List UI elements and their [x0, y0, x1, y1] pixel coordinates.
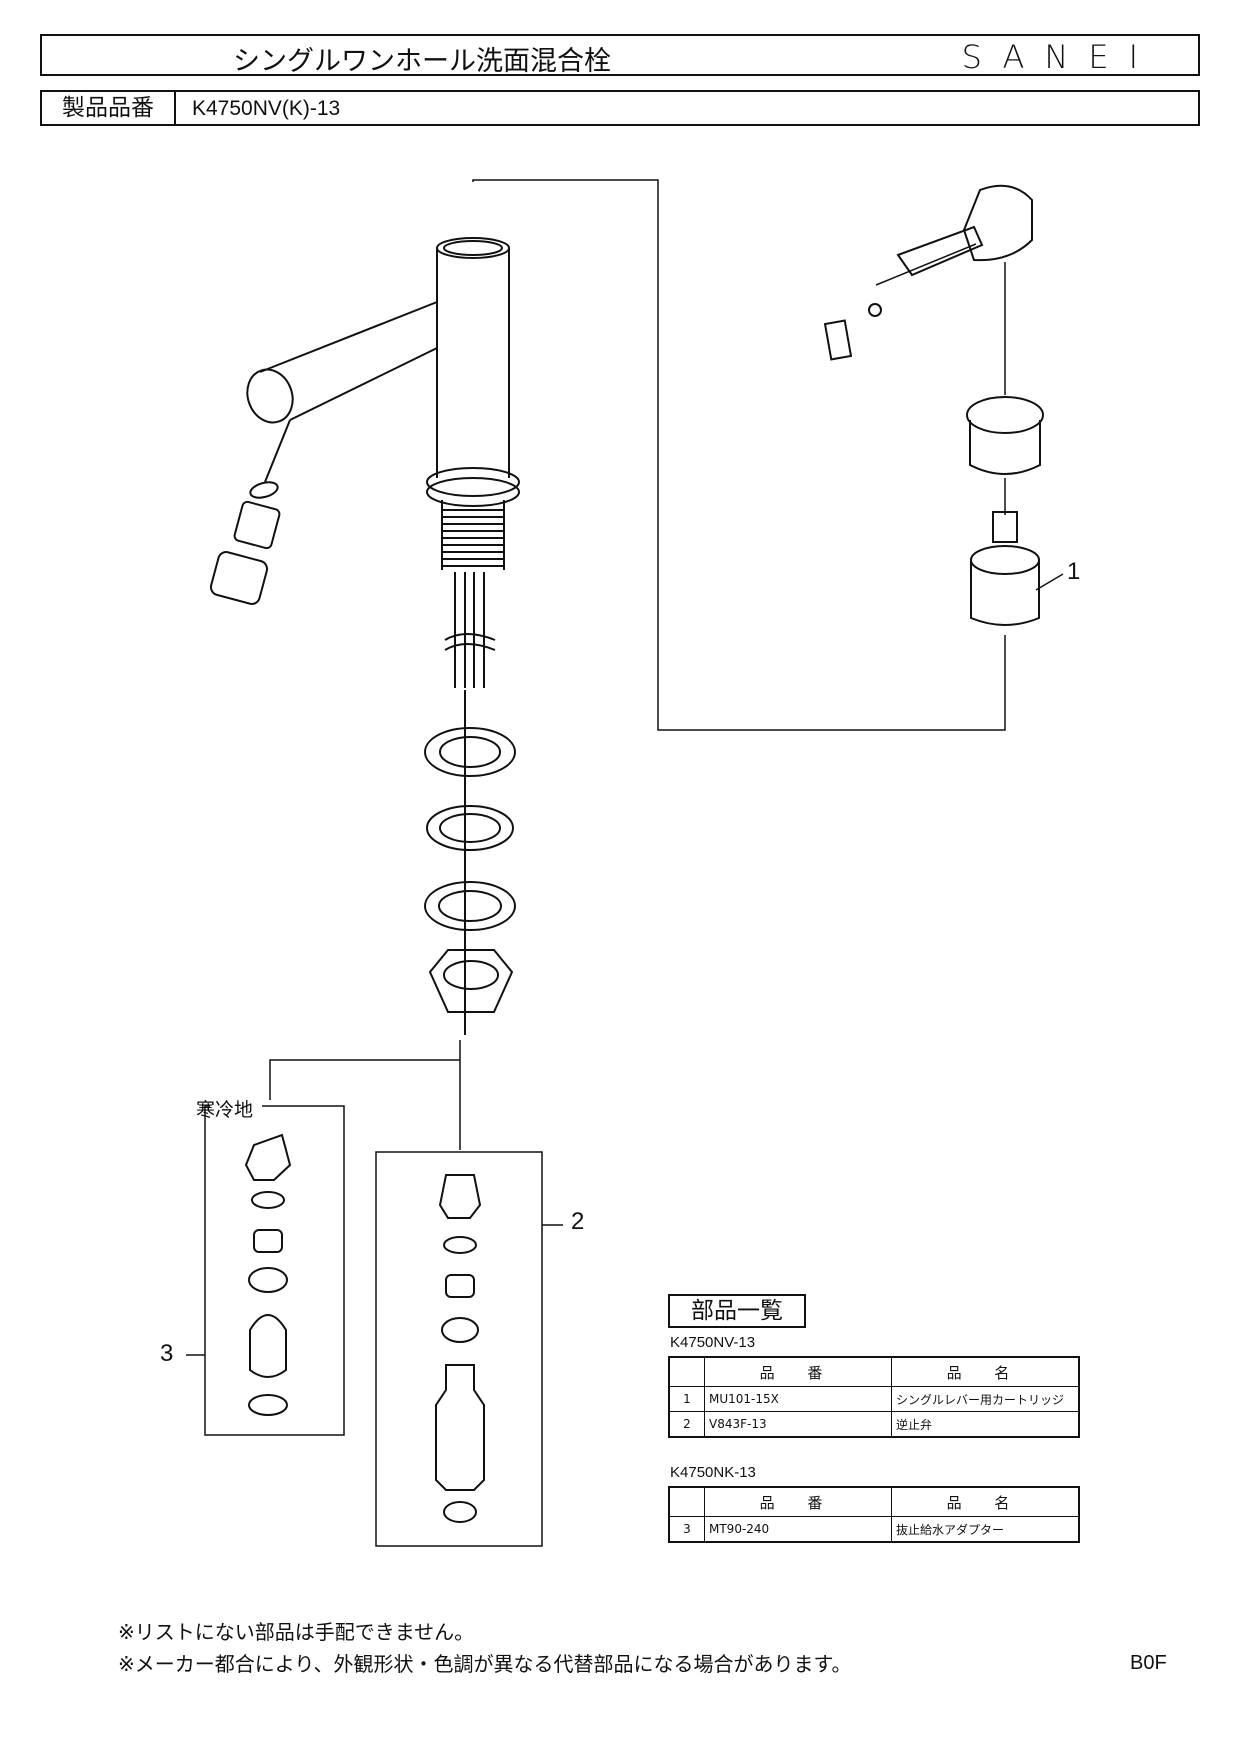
title-bar: シングルワンホール洗面混合栓 SANEI [40, 34, 1200, 77]
parts-list-title: 部品一覧 [668, 1294, 806, 1328]
callout-3: 3 [160, 1340, 174, 1367]
table-header-name: 品 名 [891, 1356, 1080, 1387]
table-header-row: 品 番 品 名 [668, 1356, 1080, 1387]
faucet-body [246, 237, 520, 688]
group-label-nv: K4750NV-13 [670, 1334, 756, 1351]
leader-line-handle [472, 179, 1006, 731]
notes: ※リストにない部品は手配できません。 ※メーカー都合により、外観形状・色調が異な… [118, 1616, 852, 1680]
cold-region-label: 寒冷地 [196, 1099, 254, 1121]
row-part-no: MU101-15X [704, 1386, 892, 1412]
model-label: 製品品番 [42, 92, 176, 124]
parts-table-nv: 品 番 品 名 1 MU101-15X シングルレバー用カートリッジ 2 V84… [668, 1356, 1080, 1438]
row-name: 抜止給水アダプター [891, 1516, 1080, 1543]
brand-logo: SANEI [961, 38, 1158, 76]
table-row: 2 V843F-13 逆止弁 [668, 1411, 1080, 1438]
row-no: 3 [668, 1516, 705, 1543]
row-no: 2 [668, 1411, 705, 1438]
model-value: K4750NV(K)-13 [192, 97, 341, 120]
row-no: 1 [668, 1386, 705, 1412]
table-row: 1 MU101-15X シングルレバー用カートリッジ [668, 1386, 1080, 1412]
row-name: シングルレバー用カートリッジ [891, 1386, 1080, 1412]
table-header-no [668, 1486, 705, 1517]
table-header-no [668, 1356, 705, 1387]
row-name: 逆止弁 [891, 1411, 1080, 1438]
cold-region-box [186, 1105, 345, 1436]
washers [424, 690, 516, 1035]
callout-1: 1 [1067, 558, 1081, 585]
table-header-part-no: 品 番 [704, 1486, 892, 1517]
page-code: B0F [1130, 1652, 1167, 1674]
row-part-no: MT90-240 [704, 1516, 892, 1543]
check-valve-box [375, 1151, 563, 1547]
table-header-row: 品 番 品 名 [668, 1486, 1080, 1517]
group-label-nk: K4750NK-13 [670, 1464, 756, 1481]
lever-handle [823, 184, 1064, 626]
note-line: ※メーカー都合により、外観形状・色調が異なる代替部品になる場合があります。 [118, 1652, 852, 1676]
parts-table-nk: 品 番 品 名 3 MT90-240 抜止給水アダプター [668, 1486, 1080, 1543]
page-title: シングルワンホール洗面混合栓 [233, 46, 611, 77]
aerator-parts [209, 419, 291, 605]
table-header-name: 品 名 [891, 1486, 1080, 1517]
model-bar: 製品品番 K4750NV(K)-13 [40, 90, 1200, 126]
callout-2: 2 [571, 1208, 585, 1235]
table-row: 3 MT90-240 抜止給水アダプター [668, 1516, 1080, 1543]
row-part-no: V843F-13 [704, 1411, 892, 1438]
table-header-part-no: 品 番 [704, 1356, 892, 1387]
note-line: ※リストにない部品は手配できません。 [118, 1620, 475, 1644]
